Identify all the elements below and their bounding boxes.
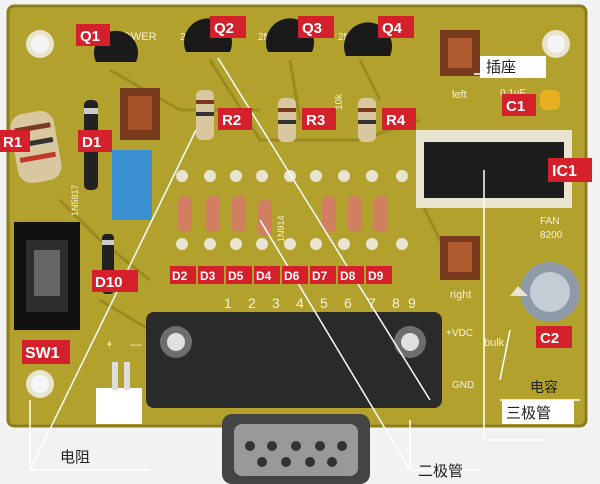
svg-text:1N5817: 1N5817 (70, 184, 80, 216)
svg-text:D9: D9 (368, 269, 384, 283)
chinese-annotations: 插座 电阻 二极管 三极管 电容 (60, 56, 574, 480)
svg-text:IC1: IC1 (552, 163, 577, 180)
label-r3: R3 (302, 108, 336, 130)
svg-text:2N: 2N (258, 32, 271, 43)
label-r1: R1 (0, 130, 30, 152)
svg-text:Q1: Q1 (80, 28, 100, 45)
svg-text:D6: D6 (284, 269, 300, 283)
svg-text:+: + (106, 337, 113, 351)
pin-number-row: 1 2 3 4 5 6 7 8 9 (224, 295, 416, 311)
svg-text:Q2: Q2 (214, 20, 234, 37)
svg-text:5: 5 (320, 295, 328, 311)
svg-text:D10: D10 (95, 274, 123, 291)
label-r4: R4 (382, 108, 416, 130)
svg-text:D5: D5 (228, 269, 244, 283)
resistors (10, 90, 376, 184)
svg-text:left: left (452, 89, 467, 101)
svg-text:10k: 10k (334, 93, 345, 110)
svg-text:D1: D1 (82, 134, 101, 151)
socket-connectors (120, 30, 480, 280)
svg-text:4: 4 (296, 295, 304, 311)
svg-text:二极管: 二极管 (418, 462, 463, 480)
svg-text:—: — (130, 337, 142, 351)
label-r2: R2 (218, 108, 252, 130)
solder-pads (176, 170, 408, 250)
svg-text:R2: R2 (222, 112, 241, 129)
svg-text:D8: D8 (340, 269, 356, 283)
svg-text:GND: GND (452, 380, 474, 391)
svg-text:C2: C2 (540, 330, 559, 347)
svg-text:三极管: 三极管 (506, 404, 551, 422)
svg-text:3: 3 (272, 295, 280, 311)
svg-text:0.1uF: 0.1uF (500, 88, 526, 99)
label-d10: D10 (92, 270, 138, 292)
small-capacitor (540, 90, 560, 110)
svg-text:9: 9 (408, 295, 416, 311)
label-d1: D1 (78, 130, 112, 152)
svg-text:bulk: bulk (484, 337, 505, 349)
svg-text:2N: 2N (338, 32, 351, 43)
svg-text:6: 6 (344, 295, 352, 311)
svg-text:7: 7 (368, 295, 376, 311)
power-connector (96, 362, 142, 424)
label-q3: Q3 (298, 16, 334, 38)
svg-text:电阻: 电阻 (60, 448, 90, 466)
electrolytic-capacitor (510, 262, 580, 322)
label-c1: C1 (502, 94, 536, 116)
svg-text:+VDC: +VDC (446, 328, 473, 339)
mounting-holes (26, 30, 570, 398)
svg-text:FAN: FAN (540, 216, 559, 227)
svg-text:right: right (450, 289, 471, 301)
svg-text:D4: D4 (256, 269, 272, 283)
svg-text:8200: 8200 (540, 230, 563, 241)
signal-diodes (178, 196, 388, 236)
svg-text:1N914: 1N914 (276, 215, 286, 242)
label-q2: Q2 (210, 16, 246, 38)
diode-row-labels: D2 D3 D5 D4 D6 D7 D8 D9 (170, 266, 392, 284)
svg-text:1: 1 (224, 295, 232, 311)
leader-lines (29, 57, 580, 471)
svg-text:R1: R1 (3, 134, 22, 151)
ic-chip (416, 130, 572, 208)
svg-text:插座: 插座 (486, 58, 516, 76)
svg-text:D2: D2 (172, 269, 188, 283)
svg-text:D7: D7 (312, 269, 328, 283)
svg-text:Q4: Q4 (382, 20, 403, 37)
label-q4: Q4 (378, 16, 414, 38)
blue-capacitor (112, 150, 152, 220)
svg-text:8: 8 (392, 295, 400, 311)
svg-text:R4: R4 (386, 112, 406, 129)
svg-text:D3: D3 (200, 269, 216, 283)
component-labels: Q1 Q2 Q3 Q4 R1 D1 R2 R3 R4 C1 IC1 D10 SW… (0, 16, 592, 364)
svg-text:SW1: SW1 (25, 345, 60, 362)
svg-text:2: 2 (248, 295, 256, 311)
svg-text:R3: R3 (306, 112, 325, 129)
power-switch (14, 222, 80, 330)
label-sw1: SW1 (22, 340, 70, 364)
label-c2: C2 (536, 326, 572, 348)
label-ic1: IC1 (548, 158, 592, 182)
label-q1: Q1 (76, 24, 110, 46)
db9-serial-connector (146, 312, 442, 484)
svg-text:C1: C1 (506, 98, 525, 115)
svg-text:电容: 电容 (530, 379, 558, 396)
svg-text:Q3: Q3 (302, 20, 322, 37)
